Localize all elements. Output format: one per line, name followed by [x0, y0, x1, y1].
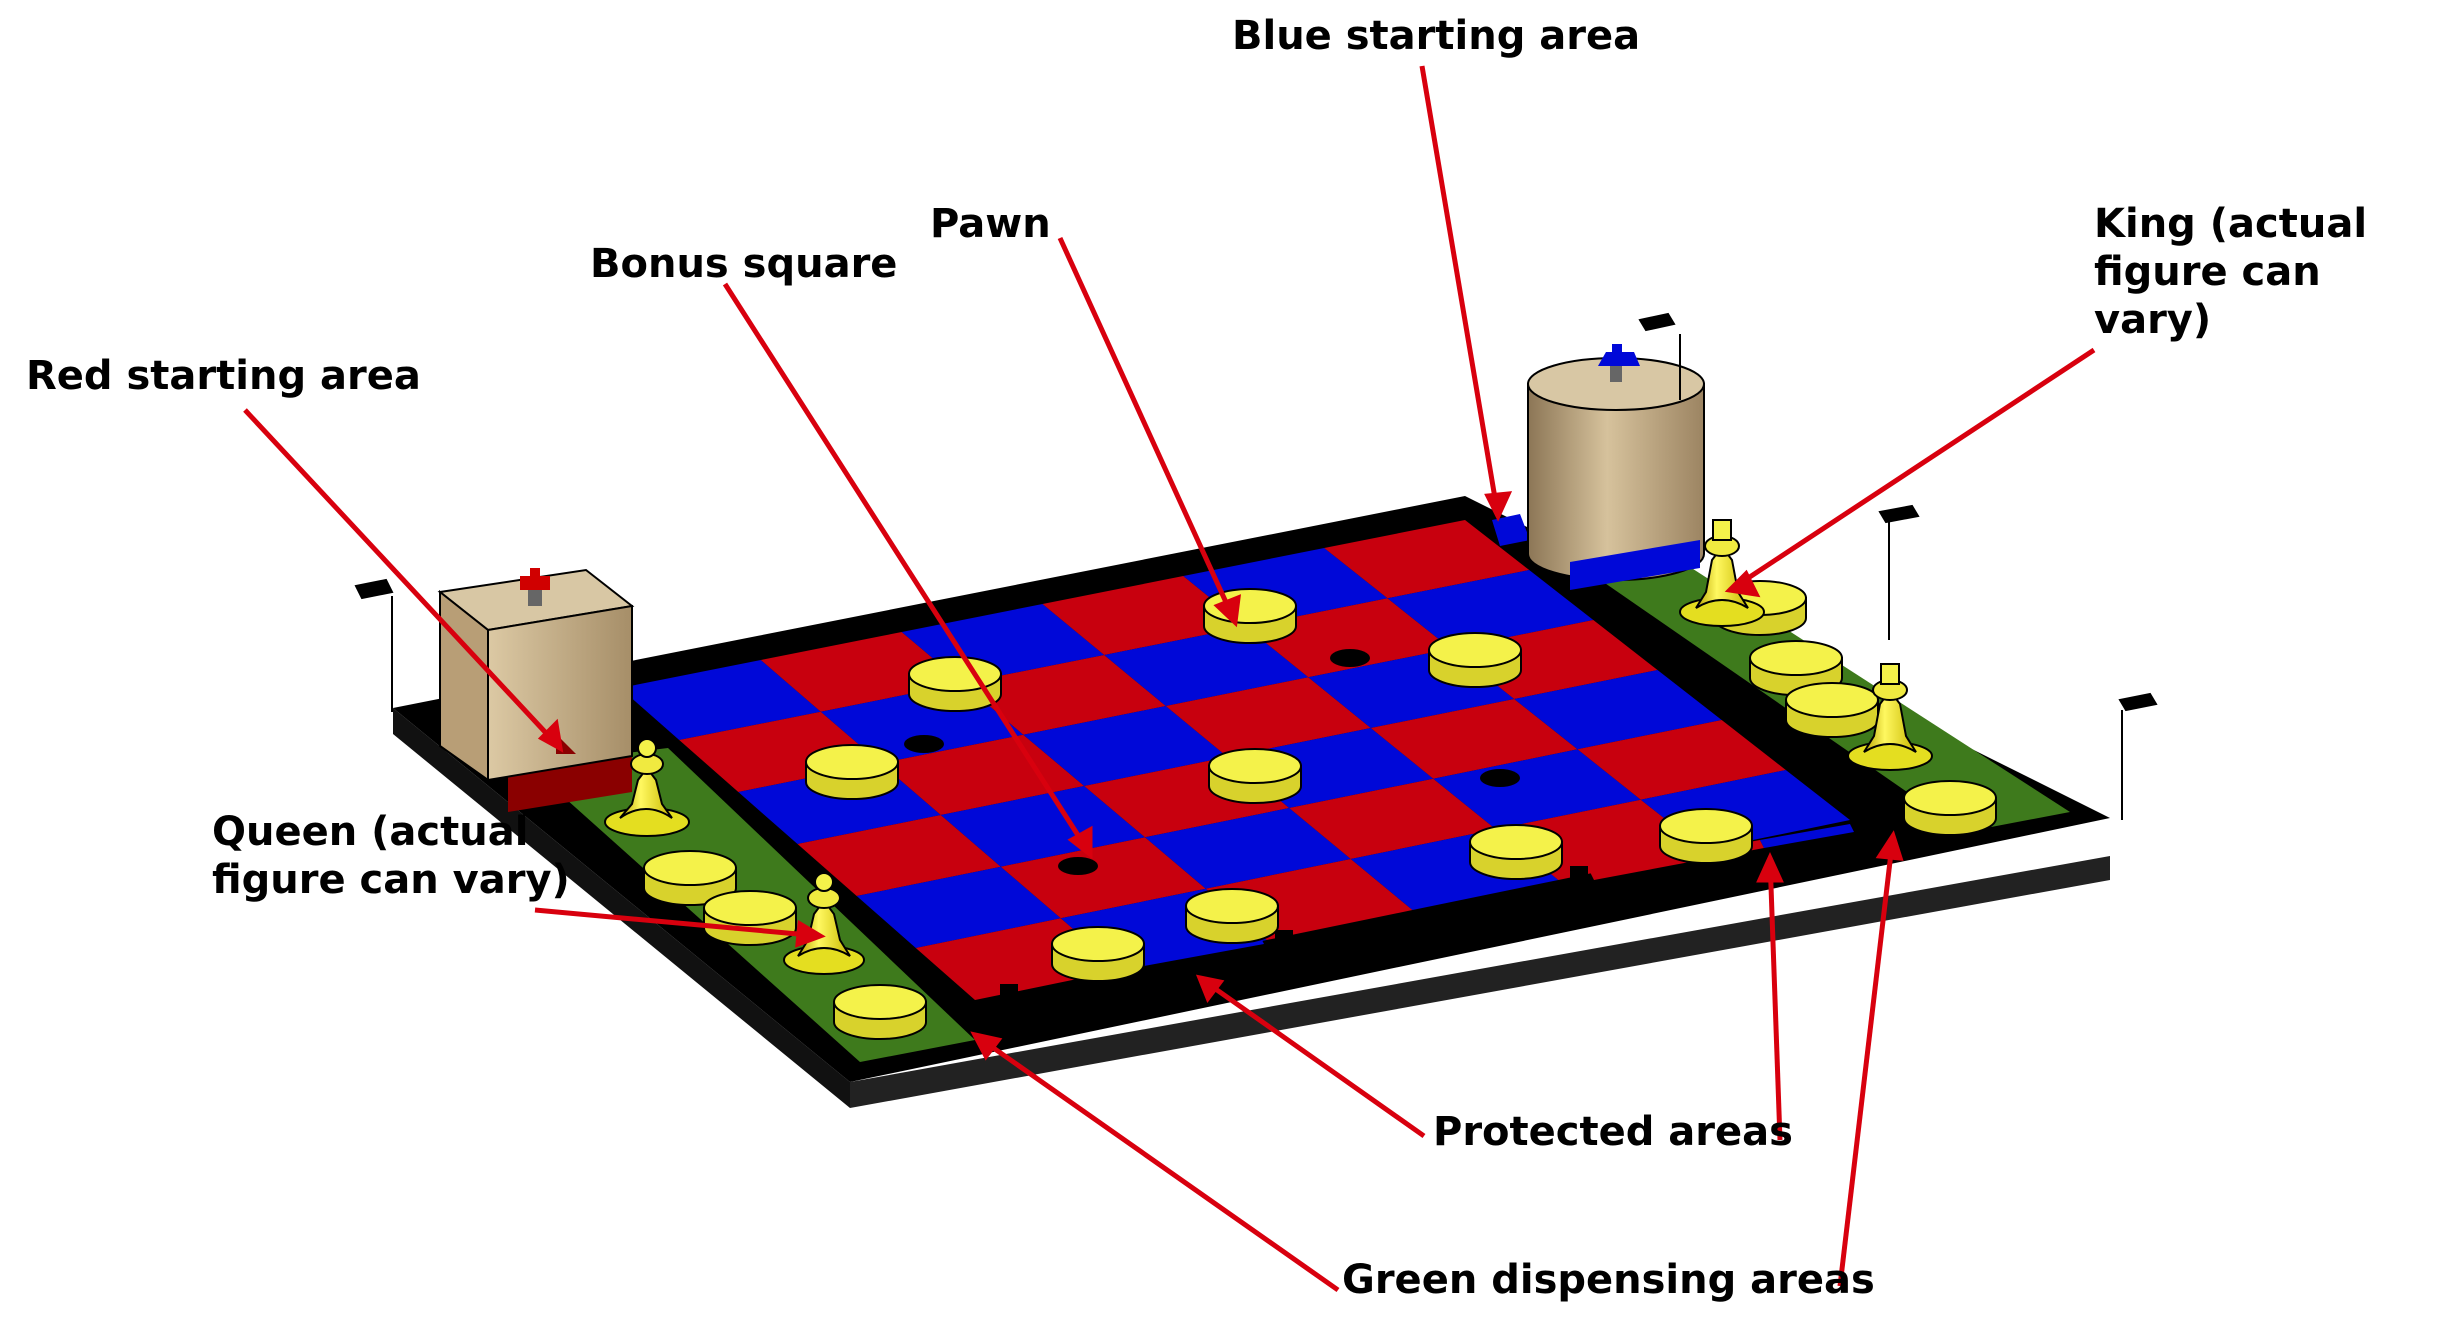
- pawn: [1186, 889, 1278, 943]
- pawn: [1052, 927, 1144, 981]
- pawn: [1204, 589, 1296, 643]
- label-protected-areas: Protected areas: [1433, 1108, 1793, 1156]
- label-green-dispensing-areas: Green dispensing areas: [1342, 1256, 1875, 1304]
- pawn: [806, 745, 898, 799]
- label-bonus-square: Bonus square: [590, 240, 897, 288]
- label-red-starting-area: Red starting area: [26, 352, 421, 400]
- label-blue-starting-area: Blue starting area: [1232, 12, 1640, 60]
- label-king: King (actual figure can vary): [2094, 200, 2434, 344]
- pawn: [704, 891, 796, 945]
- pawn: [909, 657, 1001, 711]
- pawn: [834, 985, 926, 1039]
- pawn: [1660, 809, 1752, 863]
- pawn: [1904, 781, 1996, 835]
- pawn: [1209, 749, 1301, 803]
- pawn: [1429, 633, 1521, 687]
- label-queen: Queen (actual figure can vary): [212, 808, 632, 904]
- pawn: [1786, 683, 1878, 737]
- pawn: [1470, 825, 1562, 879]
- label-pawn: Pawn: [930, 200, 1051, 248]
